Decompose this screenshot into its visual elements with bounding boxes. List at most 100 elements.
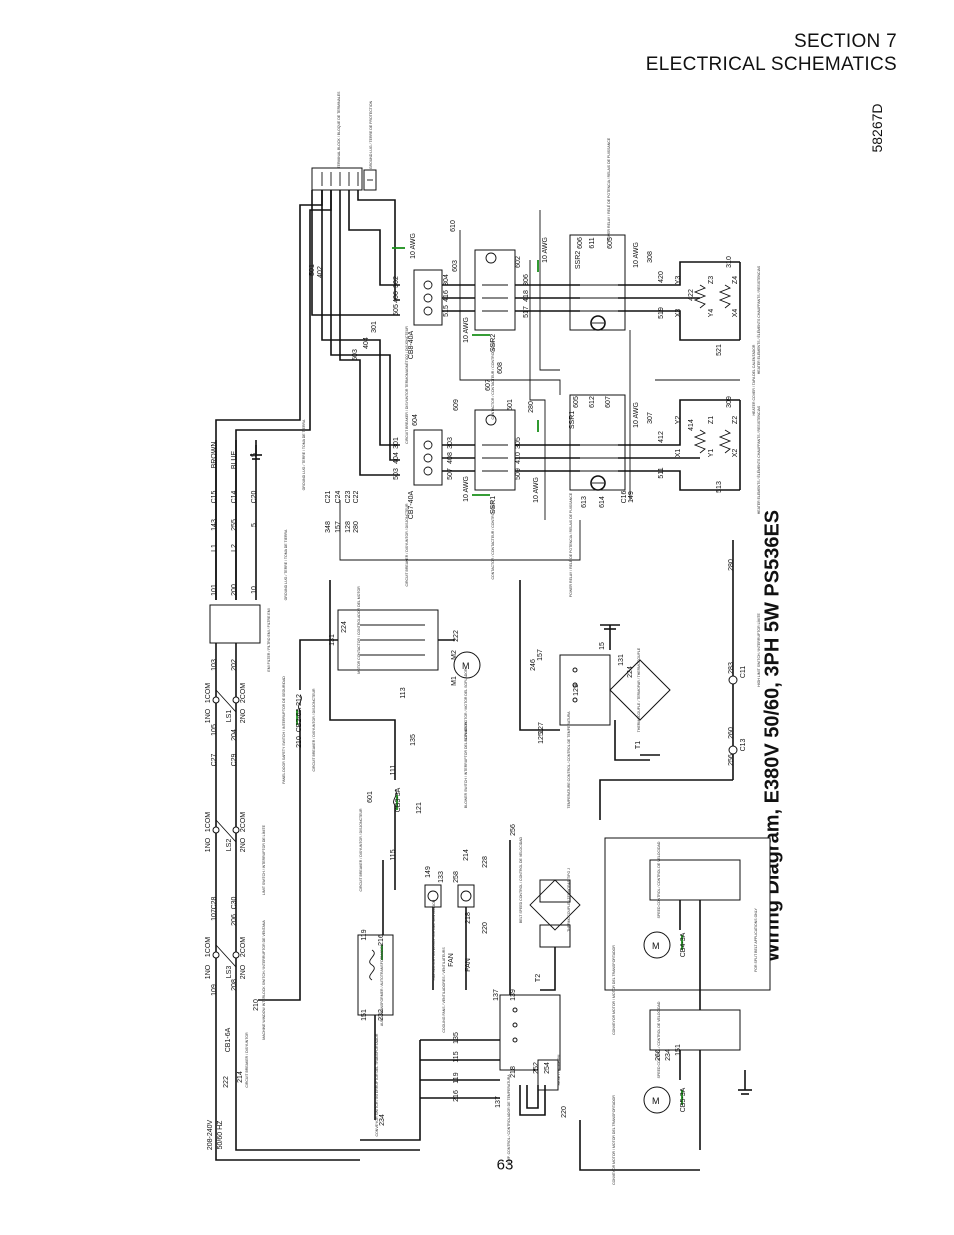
- wire-label: 607: [605, 396, 612, 408]
- blower-motor: M: [453, 651, 481, 679]
- component-label: POWER RELAY / RELÉ DE POTENCIA / RELAIS …: [568, 492, 573, 597]
- wire-label: X3: [675, 309, 682, 318]
- wire-label: CB2-6A: [296, 707, 303, 732]
- wire-label: 5: [251, 453, 258, 457]
- wire-label: 2NO: [240, 964, 247, 979]
- wire-label: SSR1: [490, 496, 497, 514]
- wire-label: 220: [482, 922, 489, 934]
- wire-label: 1NO: [205, 708, 212, 723]
- wire-label: Z4: [732, 276, 739, 284]
- wire-label: 10 AWG: [463, 317, 470, 343]
- wire-label: 283: [728, 662, 735, 674]
- wire-label: FAN: [465, 958, 472, 972]
- component-label: AUTO TRANSFORMER / AUTOTRANSFORMADOR: [380, 943, 384, 1026]
- component-label: CIRCUIT BREAKER / DISYUNTOR / DISJONCTEU…: [405, 503, 409, 587]
- component-label: HEATER COVER / TAPA DEL CALENTADOR: [752, 344, 756, 415]
- component-label: GROUND LUG / TERRE / TOMA DE TIERRA: [302, 419, 306, 490]
- wire-label: 1COM: [205, 683, 212, 703]
- wire-label: 208: [231, 979, 238, 991]
- wire-label: 121: [416, 802, 423, 814]
- wire-label: 412: [658, 431, 665, 443]
- wire-label: 214: [463, 849, 470, 861]
- wire-label: 601: [367, 791, 374, 803]
- wire-label: C22: [353, 490, 360, 503]
- wire-label: T1: [635, 741, 642, 749]
- wire-label: 103: [211, 659, 218, 671]
- wire-label: 2COM: [240, 812, 247, 832]
- wire-label: 280: [353, 521, 360, 533]
- wire-label: 406: [393, 291, 400, 303]
- wire-label: 404: [363, 337, 370, 349]
- wire-label: 127: [538, 722, 545, 734]
- wire-label: 517: [523, 306, 530, 318]
- wire-label: 206: [231, 914, 238, 926]
- wire-label: 604: [412, 414, 419, 426]
- wire-label: 151: [361, 1009, 368, 1021]
- wire-label: LS2: [226, 839, 233, 852]
- component-label: GROUND LUG / TERRE / TOMA DE TIERRA: [284, 529, 288, 600]
- wire-label: C11: [740, 666, 747, 678]
- circuit-breaker-cb7: [413, 429, 443, 486]
- wire-label: 416: [443, 290, 450, 302]
- wire-label: 266: [655, 1049, 662, 1061]
- wire-label: C30: [231, 896, 238, 909]
- wire-label: 125: [538, 732, 545, 744]
- wire-label: 210: [253, 999, 260, 1011]
- wire-label: 2COM: [240, 937, 247, 957]
- conveyor-motor-top: M: [643, 931, 671, 959]
- wire-label: 1NO: [205, 964, 212, 979]
- thermocouple-top: [609, 659, 671, 721]
- component-label: BELT SPEED CONTROL / CONTROL DE VELOCIDA…: [519, 836, 523, 923]
- wire-label: 220: [561, 1106, 568, 1118]
- wire-label: 101: [211, 584, 218, 596]
- wire-label: 50/60 HZ: [217, 1120, 224, 1150]
- wire-label: 254: [544, 1062, 551, 1074]
- wire-label: C24: [335, 490, 342, 503]
- wire-label: 304: [443, 274, 450, 286]
- wire-label: 509: [515, 468, 522, 480]
- wire-label: 137: [493, 989, 500, 1001]
- wire-label: 501: [309, 264, 316, 276]
- fan-switch: [424, 884, 475, 908]
- wire-label: 404: [393, 452, 400, 464]
- conveyor-control-block: [499, 994, 561, 1071]
- wire-label: C21: [325, 490, 332, 503]
- wire-label: 10 AWG: [633, 402, 640, 428]
- section-header: SECTION 7 ELECTRICAL SCHEMATICS: [646, 30, 897, 76]
- component-label: EMI FILTER / FILTRO EMI / FILTRE EMI: [267, 608, 271, 671]
- wire-label: 303: [447, 437, 454, 449]
- wire-label: SSR2: [490, 334, 497, 352]
- component-label: FOR SPLIT BELT APPLICATIONS ONLY: [754, 908, 758, 972]
- wire-label: 202: [231, 659, 238, 671]
- wire-label: 246: [530, 659, 537, 671]
- wire-label: 15: [599, 642, 606, 650]
- wire-label: 212: [296, 694, 303, 706]
- component-label: CIRCUIT BREAKER / DISYUNTOR / DISJONCTEU…: [359, 808, 363, 892]
- emi-filter: [209, 604, 261, 644]
- circuit-breaker-cb8: [413, 269, 443, 326]
- wire-label: CB4-3A: [680, 932, 687, 957]
- auto-transformer: [357, 934, 394, 1016]
- wire-label: 513: [716, 481, 723, 493]
- wire-label: 252: [533, 1062, 540, 1074]
- svg-text:M: M: [462, 661, 470, 671]
- wire-label: C27: [211, 753, 218, 766]
- component-label: FAN SWITCH / INTERRUPTOR DEL VENTILADOR: [432, 899, 436, 980]
- wire-label: LS3: [226, 966, 233, 979]
- wire-label: X4: [732, 309, 739, 318]
- wire-label: 609: [453, 399, 460, 411]
- wire-label: LS1: [226, 710, 233, 723]
- section-subtitle: ELECTRICAL SCHEMATICS: [645, 54, 897, 75]
- wire-label: 234: [665, 1049, 672, 1061]
- wire-label: 603: [452, 260, 459, 272]
- component-label: SPEED CONTROL / CONTROL DE VELOCIDAD: [657, 841, 661, 918]
- wire-label: 1COM: [205, 812, 212, 832]
- wire-label: Z2: [732, 416, 739, 424]
- wire-label: 143: [211, 519, 218, 531]
- wire-label: C20: [251, 490, 258, 503]
- wire-label: C28: [211, 896, 218, 909]
- wire-label: 157: [335, 521, 342, 533]
- wire-label: Z1: [708, 416, 715, 424]
- wire-label: L1: [211, 544, 218, 552]
